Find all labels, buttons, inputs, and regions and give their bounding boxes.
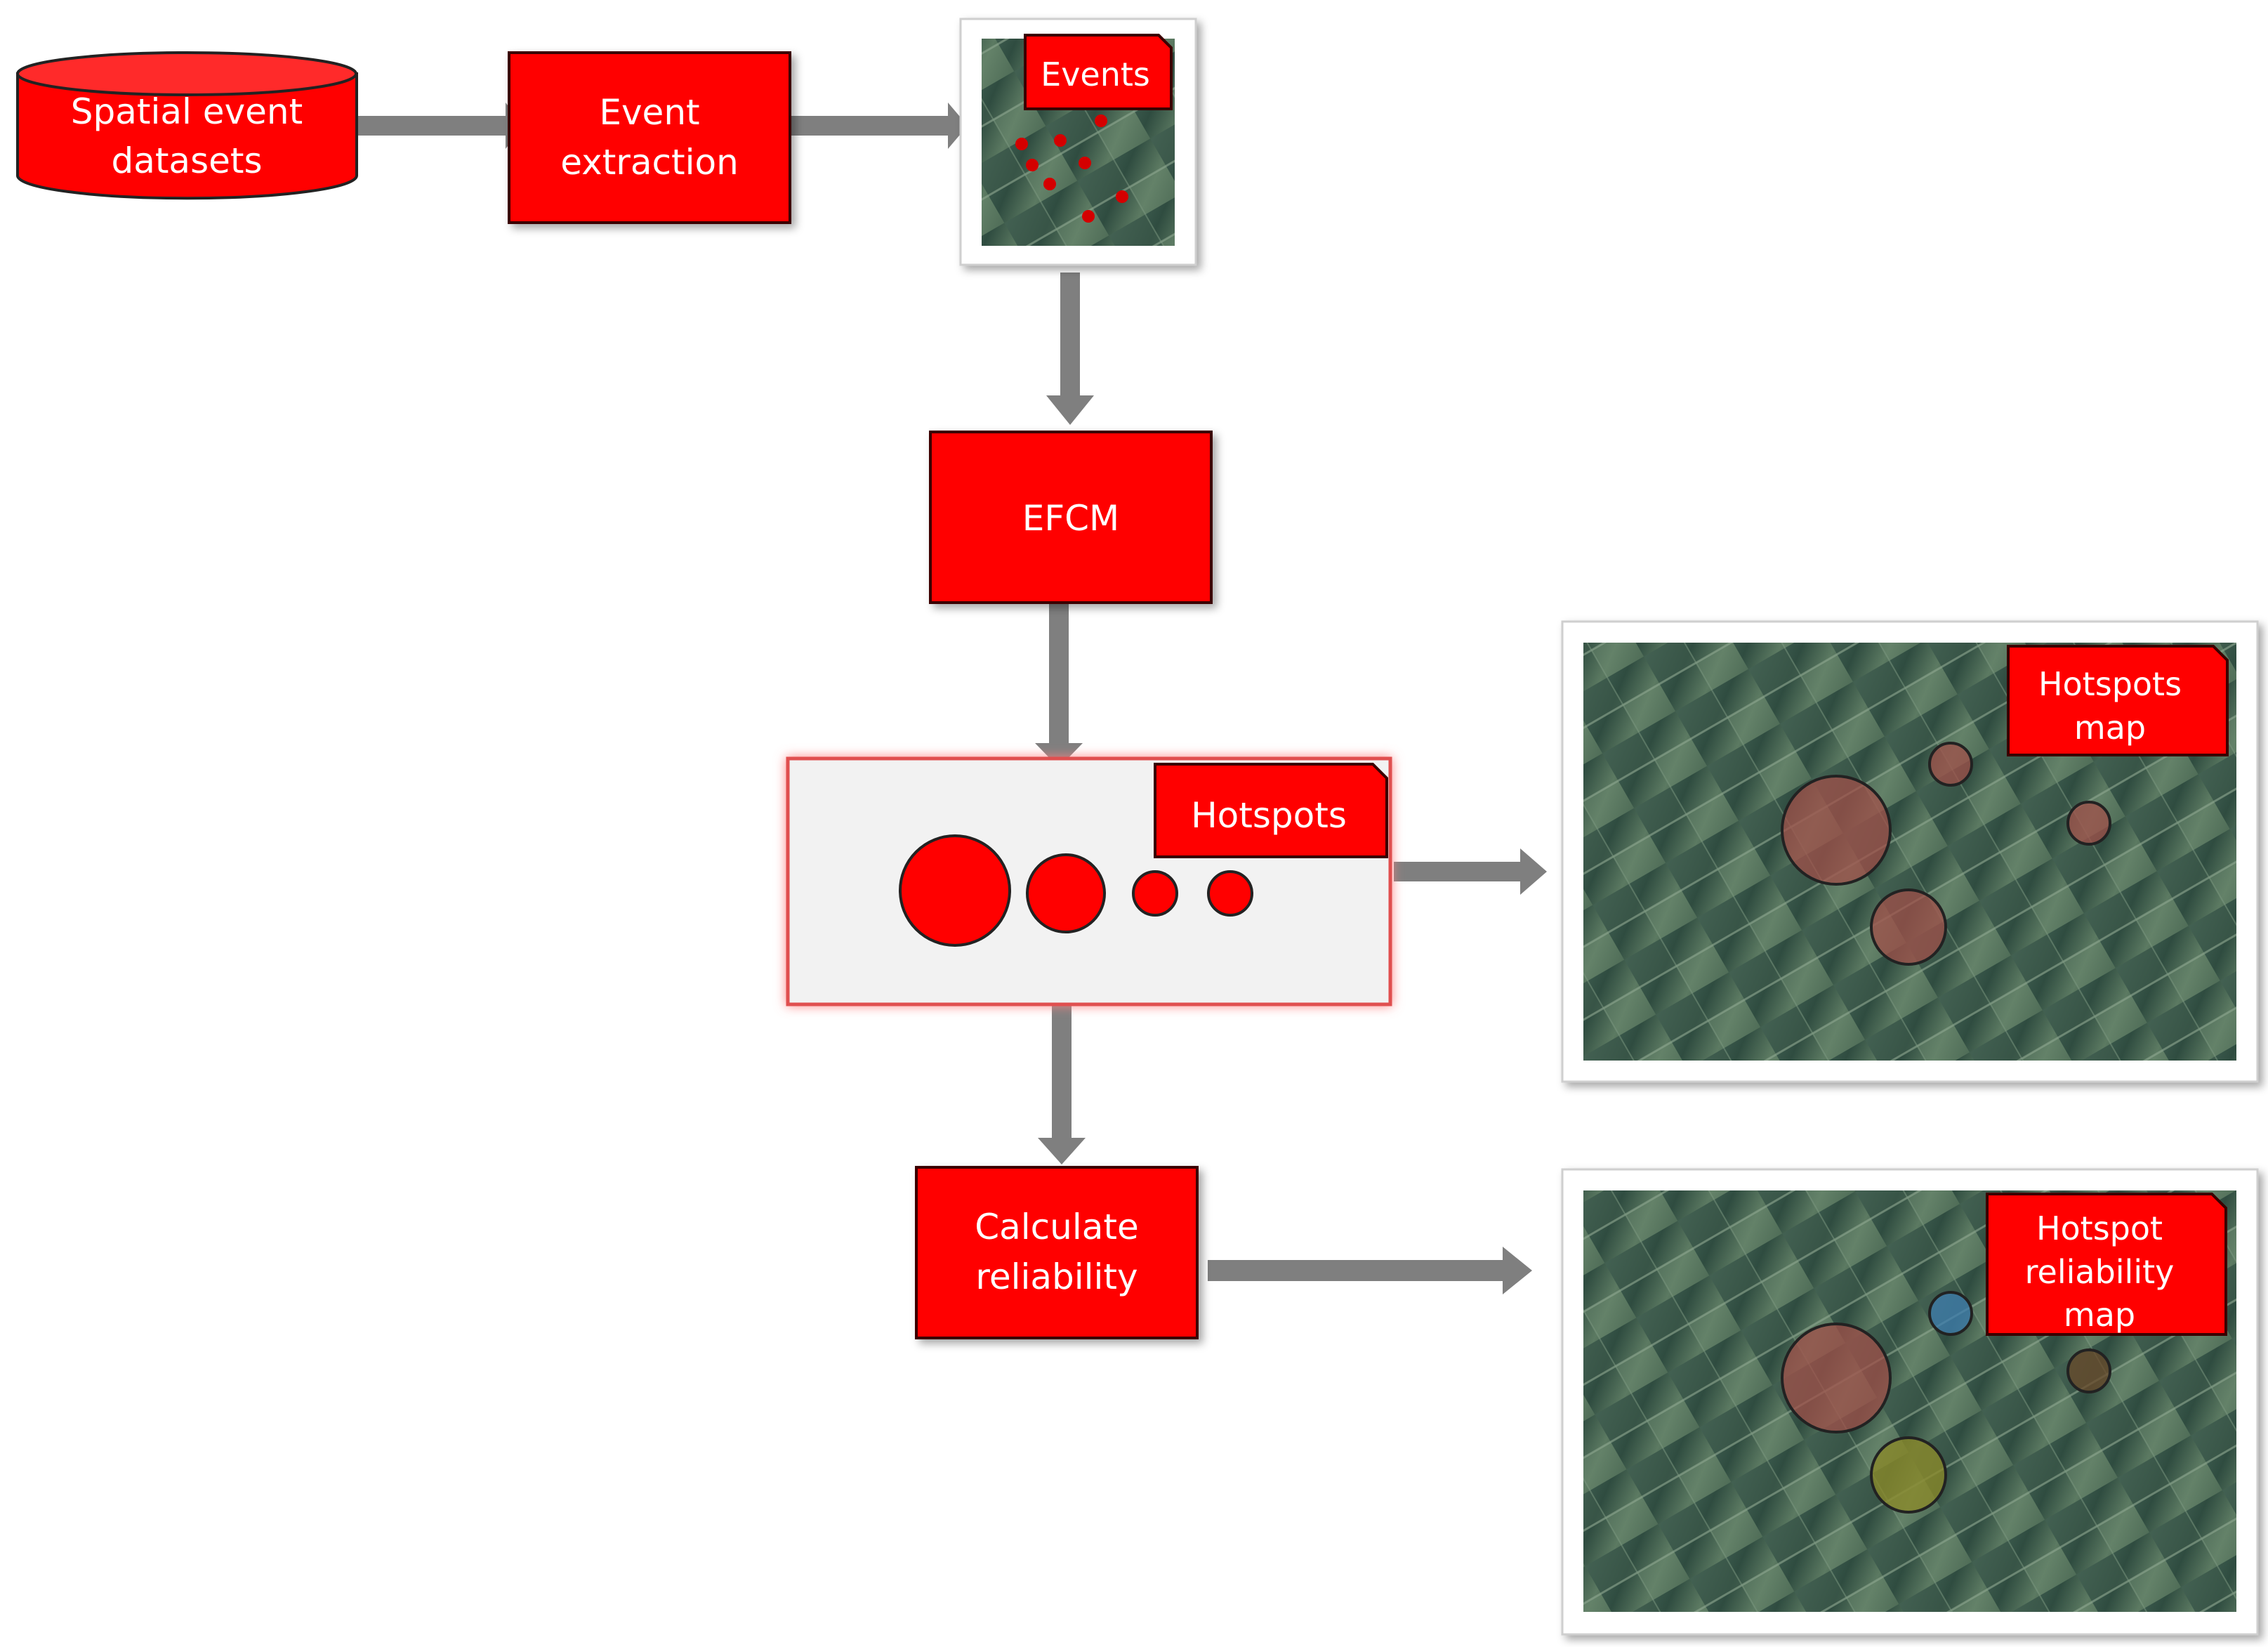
hotspots-map-node: Hotspots map	[1561, 620, 2259, 1083]
arrow-events-to-efcm	[1046, 273, 1094, 425]
red-dot-icon	[1079, 157, 1091, 169]
red-dot-icon	[1095, 114, 1107, 127]
reliability-map-label-line1: Hotspot	[2036, 1209, 2163, 1247]
hotspot-circle-icon	[1928, 1291, 1973, 1336]
red-dot-icon	[1082, 210, 1095, 223]
red-dot-icon	[1015, 138, 1028, 150]
red-dot-icon	[1116, 190, 1128, 203]
extraction-label-line2: extraction	[560, 142, 739, 183]
hotspots-map-label-line1: Hotspots	[2038, 665, 2182, 703]
hotspot-circle-icon	[1928, 742, 1973, 787]
arrow-hotspots-to-map	[1394, 848, 1547, 895]
efcm-label: EFCM	[1022, 498, 1119, 539]
events-label: Events	[1041, 55, 1150, 93]
hotspots-label: Hotspots	[1191, 795, 1347, 836]
event-extraction-node: Event extraction	[508, 51, 791, 224]
calculate-reliability-node: Calculate reliability	[915, 1166, 1199, 1339]
efcm-node: EFCM	[929, 431, 1213, 604]
calc-label-line1: Calculate	[975, 1207, 1139, 1247]
hotspot-circle-icon	[1207, 870, 1253, 917]
arrow-efcm-to-hotspots	[1035, 603, 1083, 768]
hotspot-circle-icon	[2066, 801, 2111, 846]
reliability-map-label-line2: reliability	[2025, 1253, 2175, 1291]
extraction-label-line1: Event	[599, 92, 699, 133]
arrow-datasets-to-extraction	[357, 103, 523, 149]
arrow-extraction-to-events	[790, 103, 968, 149]
hotspot-circle-icon	[2066, 1349, 2111, 1393]
red-dot-icon	[1043, 178, 1056, 190]
arrow-hotspots-to-calc	[1038, 1006, 1086, 1164]
hotspots-node: Hotspots	[786, 756, 1392, 1006]
spatial-event-datasets-node: Spatial event datasets	[16, 51, 358, 200]
hotspot-reliability-map-node: Hotspot reliability map	[1561, 1168, 2259, 1636]
hotspot-circle-icon	[1870, 888, 1947, 966]
reliability-map-label-line3: map	[2064, 1296, 2135, 1334]
calc-label-line2: reliability	[975, 1256, 1138, 1297]
events-node: Events	[959, 18, 1197, 266]
red-dot-icon	[1054, 134, 1067, 147]
hotspot-circle-icon	[1132, 870, 1178, 917]
datasets-label-line1: Spatial event	[71, 91, 303, 132]
hotspot-circle-icon	[1870, 1436, 1947, 1514]
hotspot-circle-icon	[1781, 775, 1892, 886]
hotspot-circle-icon	[899, 834, 1011, 947]
hotspots-map-label-line2: map	[2074, 709, 2146, 747]
arrow-calc-to-reliability-map	[1208, 1247, 1532, 1294]
hotspot-circle-icon	[1026, 853, 1106, 933]
hotspot-circle-icon	[1781, 1323, 1892, 1433]
datasets-label-line2: datasets	[111, 140, 262, 181]
event-dots	[1015, 114, 1128, 223]
red-dot-icon	[1026, 159, 1039, 171]
